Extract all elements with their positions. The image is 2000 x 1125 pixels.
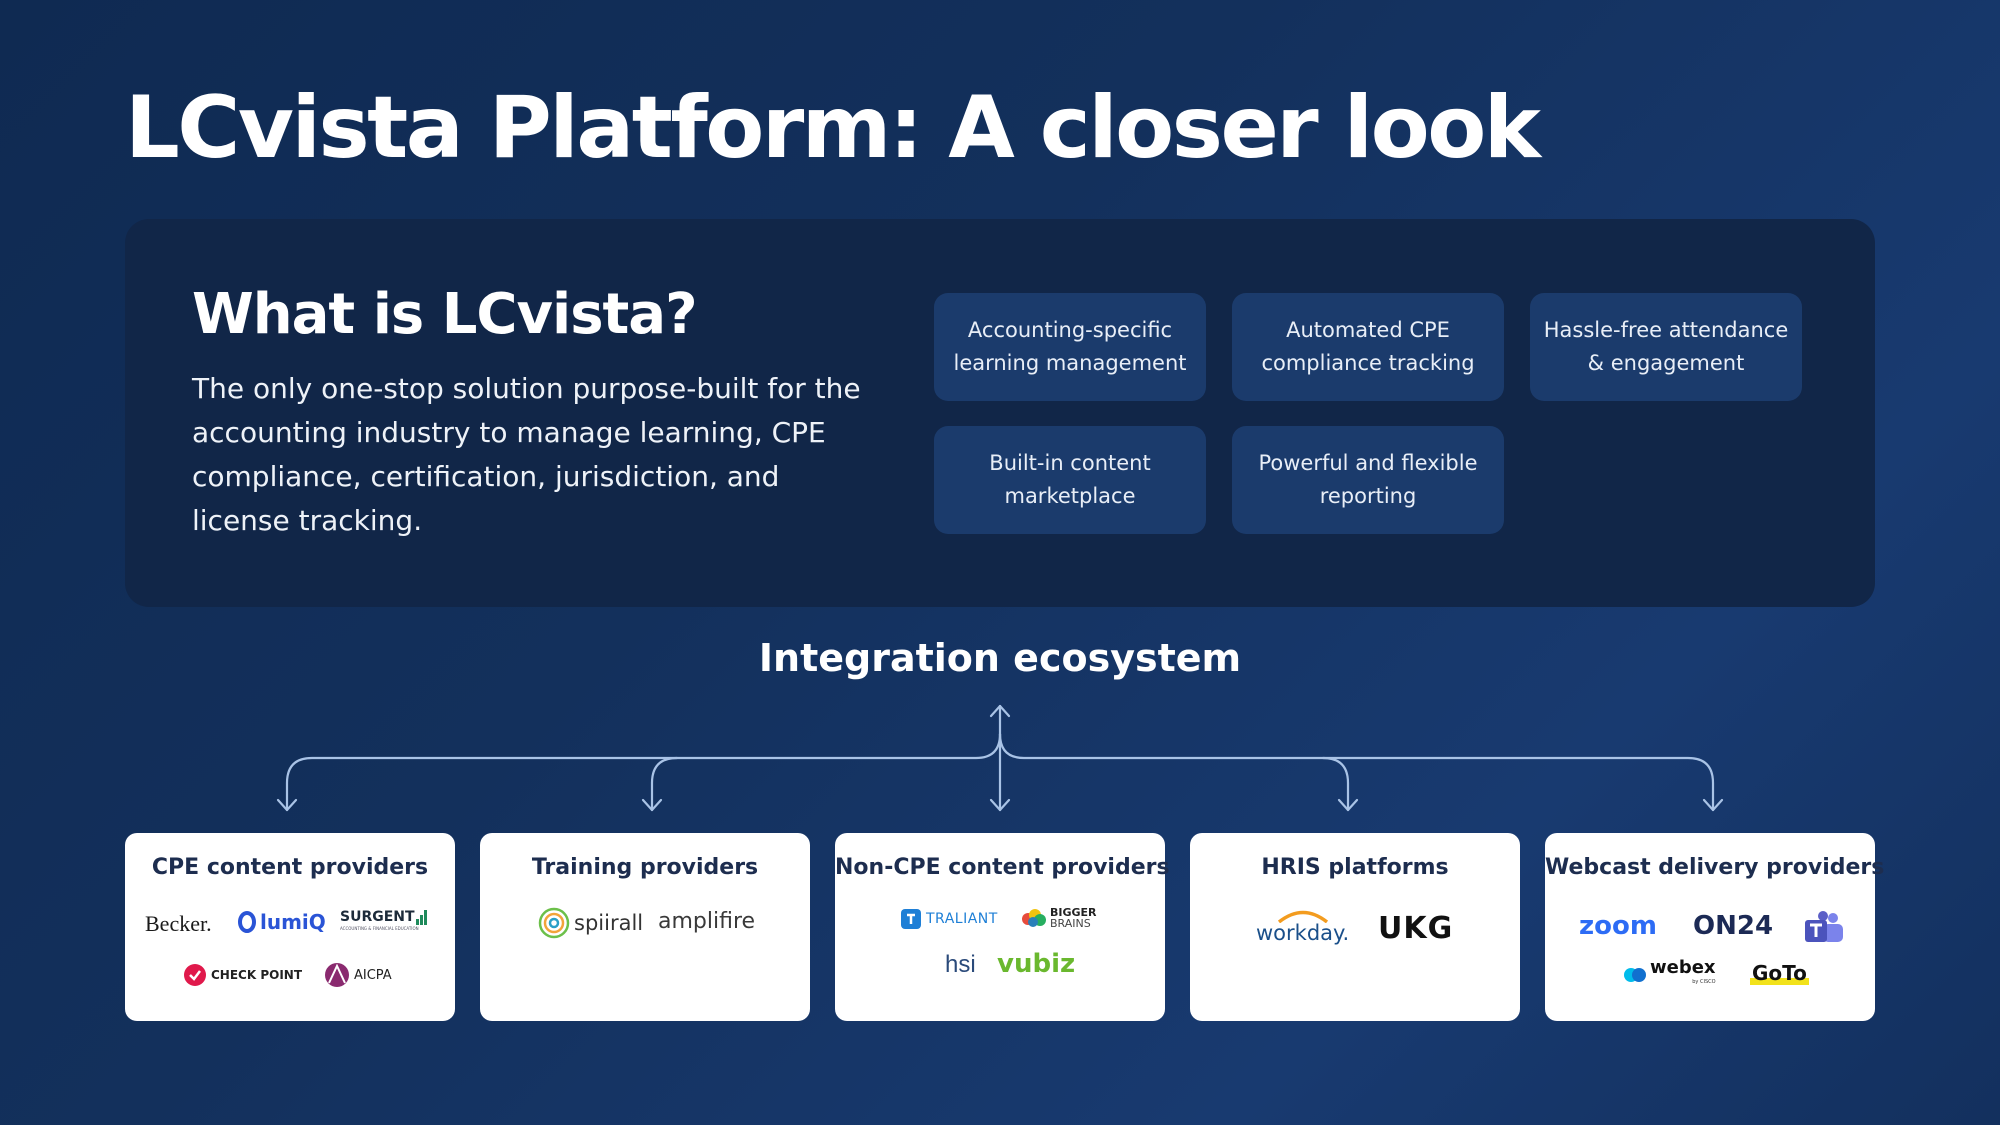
aicpa-logo: AICPA: [323, 961, 392, 989]
feature-marketplace: Built-in content marketplace: [934, 426, 1206, 534]
connector-hris: [1321, 756, 1350, 812]
ecosystem-title: Integration ecosystem: [758, 636, 1242, 680]
lumiq-logo: lumiQ: [237, 910, 326, 934]
webex-icon: [1624, 968, 1646, 982]
feature-cpe-tracking: Automated CPE compliance tracking: [1232, 293, 1504, 401]
traliant-logo: TRALIANT: [901, 909, 998, 929]
connector-right-bus: [998, 732, 1715, 812]
what-is-title: What is LCvista?: [192, 282, 698, 347]
arrow-down-icon: [989, 798, 1011, 812]
bigger-brains-icon: [1022, 909, 1046, 927]
on24-logo: ON24: [1693, 911, 1774, 941]
card-hris-platforms: HRIS platforms workday. UKG: [1190, 833, 1520, 1021]
goto-logo: GoTo: [1750, 961, 1809, 985]
amplifire-logo: amplifire: [658, 909, 756, 934]
workday-logo: workday.: [1256, 909, 1349, 945]
checkpoint-logo: CHECK POINT: [183, 963, 302, 987]
webex-logo: webex by CISCO: [1623, 959, 1716, 989]
checkpoint-icon: [184, 964, 206, 986]
zoom-logo: zoom: [1579, 911, 1657, 941]
card-title: Webcast delivery providers: [1545, 855, 1885, 880]
what-is-panel: [125, 219, 1875, 607]
arrow-up-icon: [989, 704, 1011, 718]
teams-icon: [1803, 911, 1845, 945]
connector-left-bus: [285, 732, 1002, 812]
aicpa-icon: [325, 963, 349, 987]
card-title: CPE content providers: [151, 855, 429, 880]
spiirall-icon: [538, 907, 570, 939]
feature-learning-management: Accounting-specific learning management: [934, 293, 1206, 401]
page-title: LCvista Platform: A closer look: [125, 78, 1541, 178]
surgent-logo: SURGENT ACCOUNTING & FINANCIAL EDUCATION: [340, 909, 429, 931]
card-webcast-delivery-providers: Webcast delivery providers zoom ON24 web…: [1545, 833, 1885, 1021]
ukg-logo: UKG: [1378, 911, 1454, 946]
card-non-cpe-content-providers: Non-CPE content providers TRALIANT BIGGE…: [835, 833, 1170, 1021]
card-training-providers: Training providers spiirall amplifire: [480, 833, 810, 1021]
card-cpe-content-providers: CPE content providers Becker. lumiQ SURG…: [125, 833, 455, 1021]
card-title: HRIS platforms: [1261, 855, 1449, 880]
feature-reporting: Powerful and flexible reporting: [1232, 426, 1504, 534]
card-title: Non-CPE content providers: [835, 855, 1170, 880]
surgent-bars-icon: [415, 910, 427, 925]
vubiz-logo: vubiz: [997, 949, 1076, 979]
what-is-description: The only one-stop solution purpose-built…: [192, 372, 861, 537]
feature-attendance: Hassle-free attendance & engagement: [1530, 293, 1802, 401]
workday-arc-icon: [1277, 910, 1328, 923]
arrow-down-icon: [276, 798, 298, 812]
lumiq-icon: [238, 911, 256, 933]
card-title: Training providers: [531, 855, 759, 880]
arrow-down-icon: [641, 798, 663, 812]
microsoft-teams-icon: [1805, 911, 1843, 942]
bigger-brains-logo: BIGGER BRAINS: [1020, 907, 1097, 929]
arrow-down-icon: [1702, 798, 1724, 812]
connector-training: [650, 756, 679, 812]
traliant-icon: [901, 909, 921, 929]
spiirall-logo: spiirall: [538, 907, 643, 939]
arrow-down-icon: [1337, 798, 1359, 812]
hsi-logo: hsi: [945, 951, 976, 978]
becker-logo: Becker.: [145, 911, 212, 936]
